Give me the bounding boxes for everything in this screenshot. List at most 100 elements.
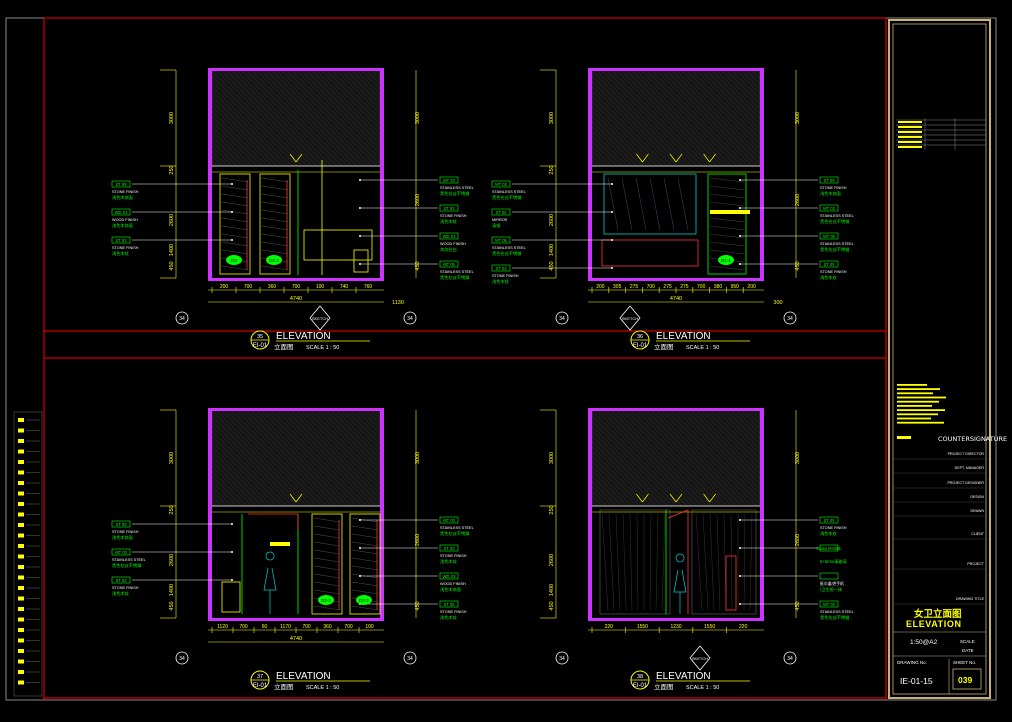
hatch-line [635, 409, 733, 507]
material-tag-box [491, 208, 511, 216]
dim-height-label-right: 3000 [795, 452, 801, 464]
material-tag-en: STAINLESS STEEL [492, 190, 526, 194]
hatch-line [630, 69, 728, 167]
hatch-line [591, 135, 623, 167]
tb-row-label: DEPT. MANAGER [955, 466, 985, 470]
legend-swatch [18, 491, 24, 496]
wood-grain [313, 549, 341, 555]
hatch-line [215, 69, 313, 167]
hatch-line [690, 409, 761, 480]
wood-grain [261, 233, 289, 239]
dim-height-label: 2600 [169, 214, 175, 226]
hatch-line [260, 409, 358, 507]
legend-swatch [18, 523, 24, 527]
partition-outline [248, 513, 299, 530]
hatch-line [305, 409, 381, 485]
hatch-line [745, 409, 761, 425]
downlight-beam [709, 153, 716, 163]
downlight-beam [669, 153, 677, 163]
wood-grain [261, 225, 289, 231]
mirror-reflection [677, 177, 689, 231]
ceiling-hatch [211, 69, 381, 167]
wood-grain [221, 209, 249, 215]
door-tag-label: D2-2 [321, 598, 331, 603]
elevation-number: 38 [637, 674, 643, 680]
hatch-line [610, 69, 708, 167]
material-tag-box [819, 544, 839, 552]
hatch-line [591, 115, 643, 167]
material-tag-code: MT 05 [443, 262, 455, 267]
section-callout [309, 305, 331, 331]
material-tag-cn: 浅色木饰面 [112, 194, 133, 201]
hatch-line [591, 460, 638, 507]
material-tag-box [819, 572, 839, 580]
dim-total-label: 4740 [290, 296, 302, 302]
material-tag-box [439, 260, 459, 268]
wood-grain [351, 541, 379, 547]
hatch-line [211, 100, 278, 167]
drawing-title-en: ELEVATION [906, 619, 962, 629]
material-tag-box [111, 208, 131, 216]
material-tag-box [111, 548, 131, 556]
dim-height-label: 3000 [549, 452, 555, 464]
material-tag-en: STAINLESS STEEL [820, 610, 854, 614]
material-tag-cn: 浅色木纹 [492, 278, 510, 285]
hatch-line [591, 445, 653, 507]
legend-swatch [18, 649, 24, 653]
hatch-line [211, 415, 303, 507]
material-tag-box [439, 176, 459, 184]
titleblock-top-grid [896, 118, 986, 150]
hatch-line [650, 409, 748, 507]
stone-vein [709, 513, 715, 611]
dim-segment-label: 1230 [670, 624, 681, 630]
material-tag-en: STONE FINISH [820, 270, 847, 274]
slab-top [588, 68, 764, 71]
hatch-line [285, 69, 381, 165]
dim-height-label-right: 2600 [415, 534, 421, 546]
wood-grain [313, 557, 341, 563]
floor-slab [588, 278, 764, 281]
tb-stripe [897, 392, 933, 395]
leader-dot [611, 239, 613, 241]
material-tag-en: STONE FINISH [820, 186, 847, 190]
legend-swatch [18, 617, 24, 622]
dim-segment-label: 380 [714, 284, 723, 290]
mirror-reflection [621, 177, 633, 231]
tb-grid-swatch [898, 141, 922, 143]
hatch-line [250, 69, 348, 167]
wood-grain [709, 249, 745, 255]
hatch-line [211, 440, 278, 507]
hatch-line [591, 150, 608, 167]
dim-segment-label: 1550 [637, 624, 648, 630]
material-tag-cn: 浅色木饰面 [440, 586, 461, 593]
hatch-line [600, 69, 698, 167]
material-tag-cn: 浅色木纹 [440, 614, 458, 621]
downlight-beam [669, 493, 677, 503]
dim-total-label: 4740 [670, 296, 682, 302]
door-tag-label: D1-1 [721, 258, 731, 263]
material-tag-en: STAINLESS STEEL [492, 246, 526, 250]
elevation-sheet-ref: EI-01 [253, 683, 268, 689]
hatch-line [655, 409, 753, 507]
dim-height-label: 2600 [169, 554, 175, 566]
material-tag-code: WD 03 [443, 234, 456, 239]
hatch-line [325, 69, 381, 125]
hatch-line [211, 490, 228, 507]
leader-dot [359, 575, 361, 577]
leader-dot [611, 211, 613, 213]
dim-segment-label: 200 [596, 284, 605, 290]
dim-segment-label: 700 [239, 624, 248, 630]
material-tag-cn: 黑色拉丝不锈钢 [820, 614, 849, 621]
wood-grain [709, 241, 745, 247]
material-tag-cn: 浅色木饰面 [112, 222, 133, 229]
hatch-line [225, 69, 323, 167]
tb-stripe [897, 400, 939, 403]
hatch-line [270, 409, 368, 507]
hatch-line [230, 409, 328, 507]
hatch-line [350, 69, 381, 100]
sheet-number-box [952, 668, 982, 690]
hatch-line [750, 69, 761, 80]
hatch-line [591, 75, 683, 167]
wood-grain [313, 589, 341, 595]
